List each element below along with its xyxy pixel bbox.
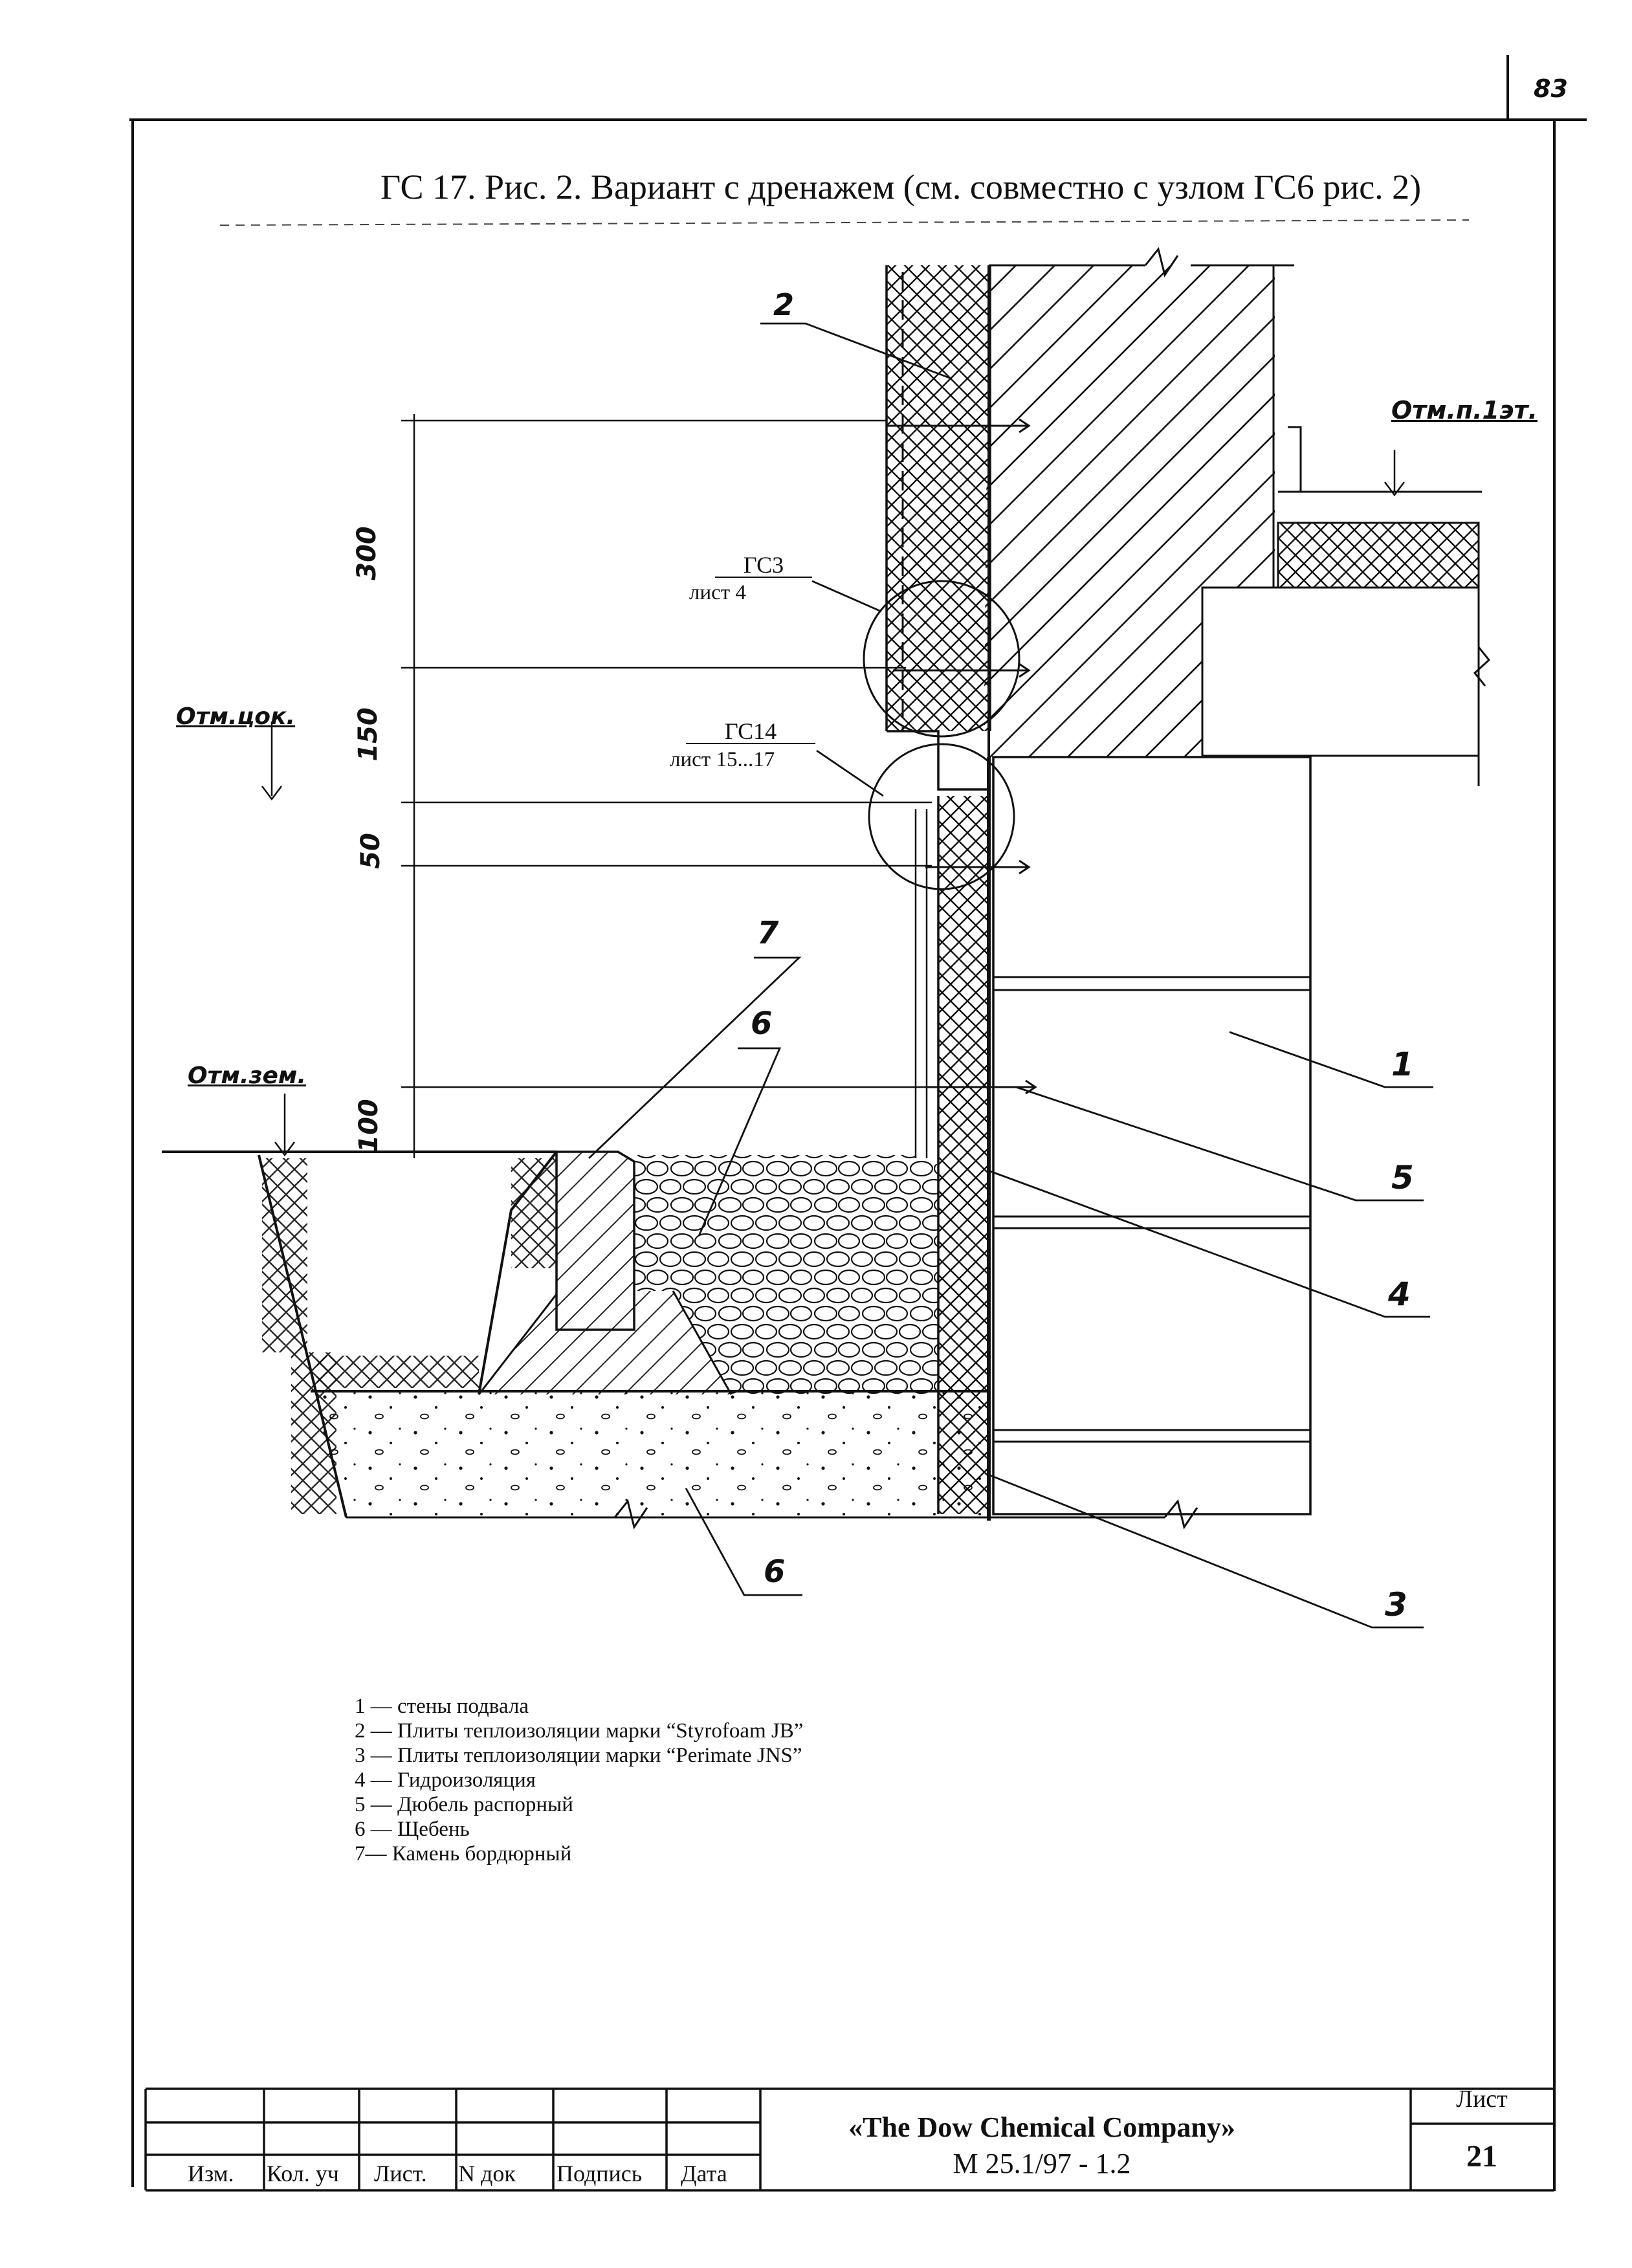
elevation-plinth: Отм.цок.: [176, 703, 296, 730]
curb-stone: [555, 1151, 635, 1331]
tb-col-izm: Изм.: [188, 2161, 234, 2186]
document-code: М 25.1/97 - 1.2: [953, 2148, 1131, 2179]
legend-item: 1 — стены подвала: [355, 1695, 529, 1718]
upper-insulation: [885, 265, 991, 791]
ref-gs14-sheet: лист 15...17: [670, 748, 775, 771]
callout-7: 7: [757, 915, 779, 951]
slope-fill: [478, 1290, 733, 1395]
gravel: [634, 1155, 938, 1394]
ref-gs14-code: ГС14: [686, 720, 815, 744]
leader-lines: [588, 322, 1433, 1629]
legend-item: 4 — Гидроизоляция: [355, 1768, 536, 1792]
legend-item: 6 — Щебень: [355, 1818, 470, 1841]
tb-col-kol: Кол. уч: [267, 2161, 339, 2186]
tb-col-podpis: Подпись: [557, 2161, 643, 2186]
callout-5: 5: [1391, 1159, 1414, 1196]
callout-3: 3: [1385, 1586, 1407, 1624]
company-name: «The Dow Chemical Company»: [848, 2111, 1235, 2143]
tb-col-list: Лист.: [374, 2161, 427, 2186]
legend-item: 2 — Плиты теплоизоляции марки “Styrofoam…: [355, 1719, 804, 1743]
soil-hatch: [262, 1158, 557, 1514]
drawing-title: ГС 17. Рис. 2. Вариант с дренажем (см. с…: [380, 168, 1422, 206]
callout-6-top: 6: [751, 1006, 773, 1042]
sheet-number: 21: [1466, 2139, 1497, 2174]
dimension-50: 50: [355, 833, 386, 869]
ref-gs3-code: ГС3: [715, 553, 812, 578]
callout-6-bottom: 6: [764, 1554, 786, 1590]
page-number: 83: [1534, 74, 1568, 103]
tb-col-ndok: N док: [458, 2161, 516, 2186]
tb-col-data: Дата: [681, 2161, 727, 2186]
elevation-floor: Отм.п.1эт.: [1391, 396, 1538, 424]
dimension-chain: [261, 414, 1405, 1158]
dimension-100: 100: [353, 1099, 384, 1153]
dimension-300: 300: [351, 526, 382, 580]
legend-item: 3 — Плиты теплоизоляции марки “Perimate …: [355, 1744, 802, 1767]
frame: [129, 55, 1587, 2191]
callout-2: 2: [773, 287, 795, 322]
basement-wall: [992, 756, 1312, 1515]
callout-1: 1: [1391, 1046, 1414, 1083]
sheet-label: Лист: [1456, 2086, 1508, 2113]
legend-item: 7— Камень бордюрный: [355, 1842, 572, 1866]
dimension-150: 150: [353, 707, 383, 762]
elevation-ground: Отм.зем.: [188, 1062, 307, 1089]
legend-item: 5 — Дюбель распорный: [355, 1793, 573, 1816]
legend: 1 — стены подвала 2 — Плиты теплоизоляци…: [355, 1694, 803, 1866]
floor-slab: [1201, 426, 1491, 786]
concrete-base: [311, 1390, 1198, 1530]
callout-4: 4: [1388, 1275, 1411, 1313]
ref-gs3-sheet: лист 4: [689, 581, 746, 604]
